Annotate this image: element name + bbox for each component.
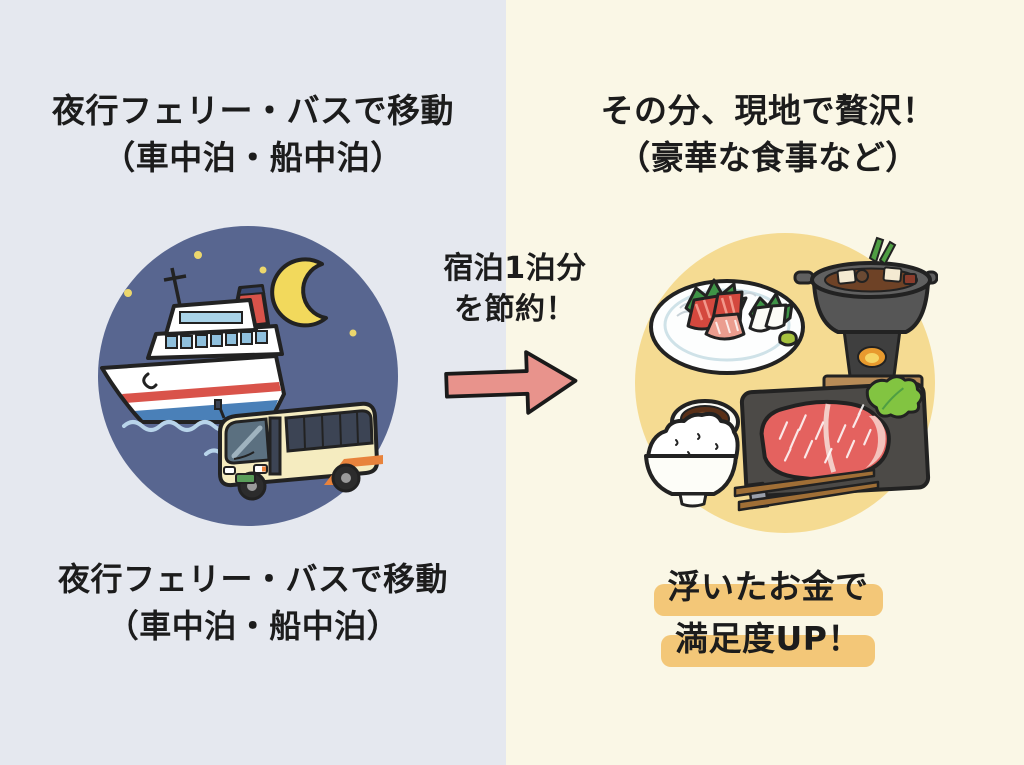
japanese-meal-illustration (632, 230, 939, 540)
arrow-container (438, 346, 584, 424)
steak-plate-icon (739, 375, 931, 499)
chopsticks-icon (733, 468, 880, 512)
left-title-block: 夜行フェリー・バスで移動 （車中泊・船中泊） (0, 88, 506, 182)
stars-icon (124, 251, 357, 337)
rice-bowl-icon (644, 411, 740, 508)
center-label-line2: を節約！ (454, 292, 576, 328)
left-title: 夜行フェリー・バスで移動 (52, 91, 454, 130)
night-scene-icon (98, 226, 398, 526)
right-title-block: その分、現地で贅沢！ （豪華な食事など） (512, 88, 1024, 182)
left-caption-block: 夜行フェリー・バスで移動 （車中泊・船中泊） (0, 556, 506, 651)
left-caption-title: 夜行フェリー・バスで移動 (57, 560, 448, 598)
center-label-line1: 宿泊1泊分 (443, 251, 587, 286)
right-subtitle: （豪華な食事など） (617, 137, 919, 177)
crescent-moon-icon (270, 257, 328, 328)
night-ferry-and-bus-illustration (94, 222, 402, 534)
right-caption-block: 浮いたお金で 満足度UP！ (512, 560, 1024, 667)
center-label-block: 宿泊1泊分 を節約！ (408, 248, 622, 331)
sashimi-plate-icon (649, 278, 805, 375)
left-subtitle: （車中泊・船中泊） (102, 137, 404, 177)
right-arrow-icon (444, 350, 578, 415)
meal-scene-icon (635, 233, 939, 533)
right-caption-line2: 満足度UP！ (661, 614, 875, 667)
highway-bus-icon (214, 399, 383, 501)
right-caption-line1: 浮いたお金で (653, 562, 883, 615)
right-title: その分、現地で贅沢！ (600, 91, 936, 130)
left-caption-subtitle: （車中泊・船中泊） (106, 607, 400, 646)
